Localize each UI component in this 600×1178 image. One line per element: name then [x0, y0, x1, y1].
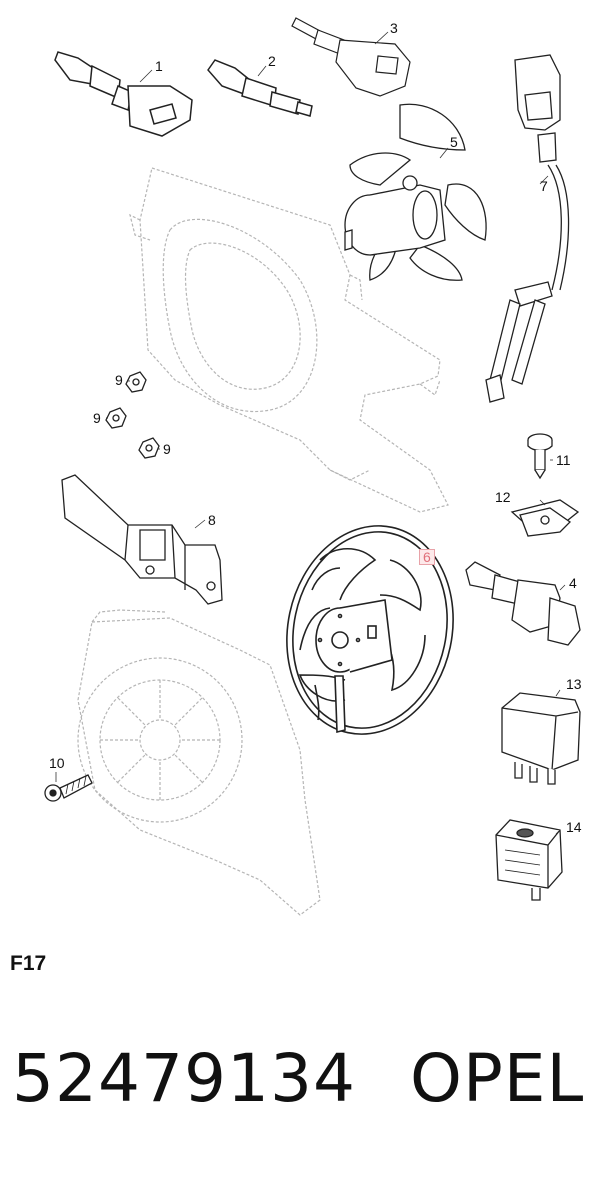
callout-8[interactable]: 8	[208, 512, 216, 528]
callout-6[interactable]: 6	[419, 549, 435, 565]
callout-9a[interactable]: 9	[115, 372, 123, 388]
nuts-9-drawing	[105, 371, 160, 459]
callout-1[interactable]: 1	[155, 58, 163, 74]
fan-shroud-lower-ghost	[77, 609, 321, 916]
callout-9b[interactable]: 9	[93, 410, 101, 426]
clip-12-drawing	[510, 499, 580, 537]
bracket-8-drawing	[61, 474, 223, 605]
callout-14[interactable]: 14	[566, 819, 582, 835]
callout-12[interactable]: 12	[495, 489, 511, 505]
sensor-2-drawing	[207, 59, 313, 117]
brand-name: OPEL	[410, 1040, 585, 1117]
relay-13-drawing	[501, 692, 581, 785]
figure-code: F17	[10, 952, 47, 975]
callout-3[interactable]: 3	[390, 20, 398, 36]
fan-motor-5-drawing	[344, 103, 487, 281]
screw-11-drawing	[527, 433, 553, 480]
callout-13[interactable]: 13	[566, 676, 582, 692]
callout-11[interactable]: 11	[556, 452, 571, 468]
switch-3-drawing	[291, 17, 411, 97]
callout-2[interactable]: 2	[268, 53, 276, 69]
callout-5[interactable]: 5	[450, 134, 458, 150]
callout-9c[interactable]: 9	[163, 441, 171, 457]
wiring-harness-7-drawing	[485, 54, 570, 403]
fan-shroud-upper-ghost	[129, 167, 449, 513]
sensor-1-drawing	[54, 51, 193, 137]
part-number: 52479134	[12, 1040, 356, 1117]
relay-14-drawing	[495, 819, 563, 901]
parts-exploded-diagram: 1 2 3 5 7 9 9 9 11 12 8 6 4 13 10 14	[44, 17, 582, 916]
callout-10[interactable]: 10	[49, 755, 65, 771]
diagram-drawing	[44, 17, 581, 916]
callout-4[interactable]: 4	[569, 575, 577, 591]
bolt-10-drawing	[44, 774, 93, 802]
sensor-4-drawing	[465, 561, 581, 646]
leader-lines	[55, 31, 566, 835]
callout-7[interactable]: 7	[540, 178, 548, 194]
cooling-fan-6-drawing	[286, 525, 454, 735]
